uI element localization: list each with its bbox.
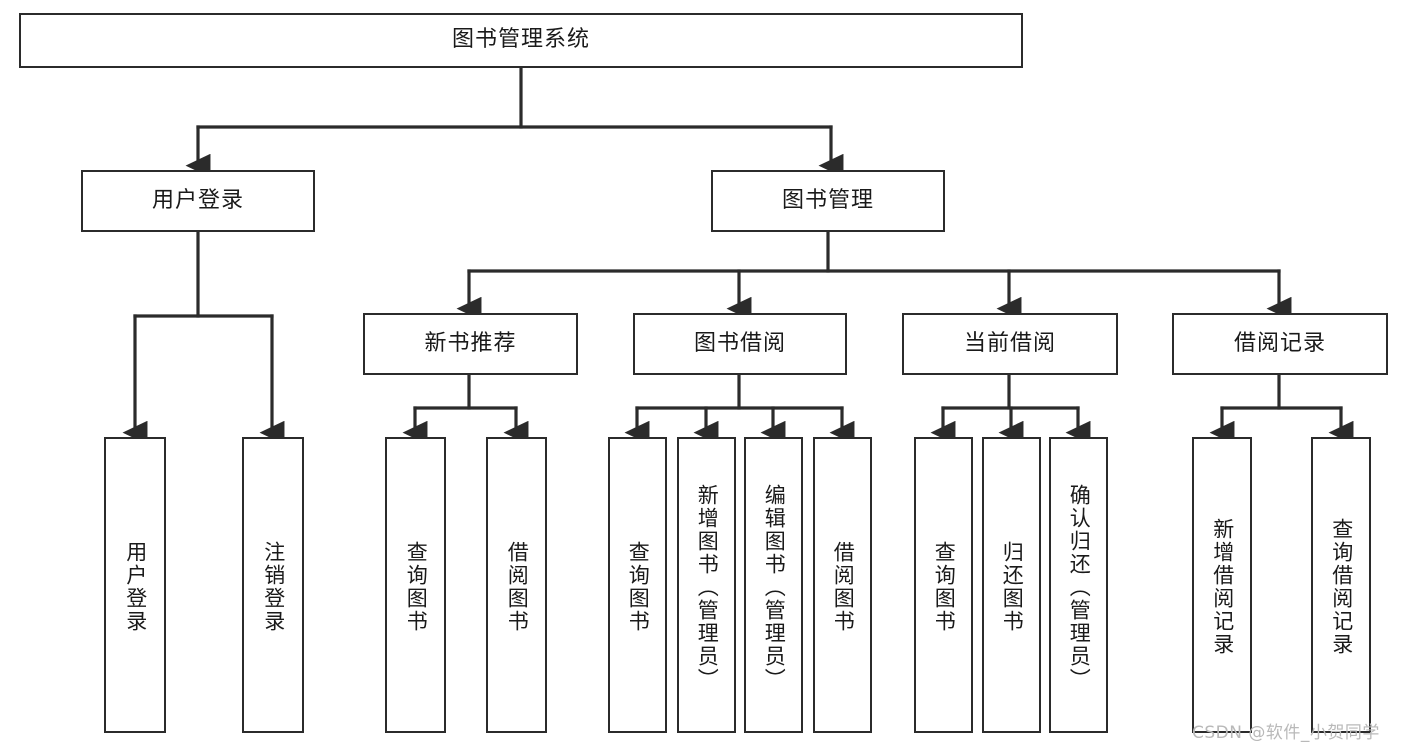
node-leaf-query-record-label: 查询借阅记录 (1329, 518, 1354, 656)
node-leaf-query-book-3[interactable]: 查询图书 (914, 437, 973, 733)
node-leaf-borrow-book-2-label: 借阅图书 (831, 541, 856, 633)
node-borrow-record-label: 借阅记录 (1233, 330, 1326, 356)
node-book-borrow[interactable]: 图书借阅 (633, 313, 847, 375)
node-leaf-add-book-label: 新增图书（管理员） (695, 483, 720, 691)
node-root-label: 图书管理系统 (451, 27, 590, 53)
node-leaf-query-book-3-label: 查询图书 (932, 541, 957, 633)
node-leaf-query-book-2[interactable]: 查询图书 (608, 437, 667, 733)
node-book-manage[interactable]: 图书管理 (711, 170, 945, 232)
node-leaf-user-login-label: 用户登录 (123, 541, 148, 633)
node-leaf-borrow-book-2[interactable]: 借阅图书 (813, 437, 872, 733)
node-new-book-rec-label: 新书推荐 (424, 330, 517, 356)
node-root[interactable]: 图书管理系统 (19, 13, 1023, 68)
node-leaf-logout[interactable]: 注销登录 (242, 437, 304, 733)
node-book-manage-label: 图书管理 (781, 187, 874, 213)
node-leaf-query-record[interactable]: 查询借阅记录 (1311, 437, 1371, 733)
node-leaf-add-book[interactable]: 新增图书（管理员） (677, 437, 736, 733)
node-book-borrow-label: 图书借阅 (693, 330, 786, 356)
node-leaf-return-book-label: 归还图书 (1000, 541, 1025, 633)
node-leaf-confirm-return-label: 确认归还（管理员） (1067, 483, 1092, 691)
node-leaf-query-book-2-label: 查询图书 (626, 541, 651, 633)
node-user-login-label: 用户登录 (151, 187, 244, 213)
node-leaf-add-record[interactable]: 新增借阅记录 (1192, 437, 1252, 733)
node-leaf-edit-book-label: 编辑图书（管理员） (762, 483, 787, 691)
node-leaf-add-record-label: 新增借阅记录 (1210, 518, 1235, 656)
node-leaf-logout-label: 注销登录 (261, 541, 286, 633)
node-leaf-borrow-book-1[interactable]: 借阅图书 (486, 437, 547, 733)
node-leaf-confirm-return[interactable]: 确认归还（管理员） (1049, 437, 1108, 733)
node-leaf-return-book[interactable]: 归还图书 (982, 437, 1041, 733)
node-user-login[interactable]: 用户登录 (81, 170, 315, 232)
node-current-borrow-label: 当前借阅 (963, 330, 1056, 356)
node-leaf-user-login[interactable]: 用户登录 (104, 437, 166, 733)
node-new-book-rec[interactable]: 新书推荐 (363, 313, 578, 375)
node-leaf-query-book-1[interactable]: 查询图书 (385, 437, 446, 733)
node-leaf-query-book-1-label: 查询图书 (404, 541, 429, 633)
node-borrow-record[interactable]: 借阅记录 (1172, 313, 1388, 375)
node-leaf-edit-book[interactable]: 编辑图书（管理员） (744, 437, 803, 733)
node-leaf-borrow-book-1-label: 借阅图书 (505, 541, 530, 633)
node-current-borrow[interactable]: 当前借阅 (902, 313, 1118, 375)
csdn-watermark: CSDN @软件_小贺同学 (1192, 723, 1380, 743)
